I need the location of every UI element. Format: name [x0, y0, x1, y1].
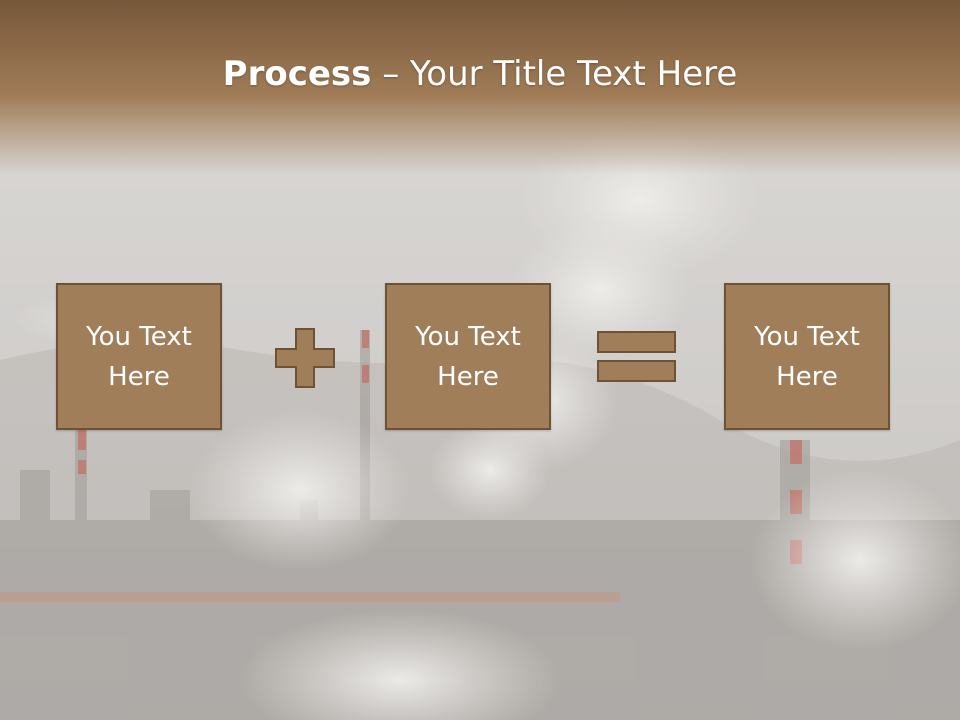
process-box-2-label: You Text Here	[415, 321, 521, 392]
process-box-3-label: You Text Here	[754, 321, 860, 392]
title-bold: Process	[222, 54, 372, 94]
title-band	[0, 0, 960, 175]
process-box-1[interactable]: You Text Here	[56, 283, 222, 430]
plus-icon	[275, 328, 335, 388]
process-box-3[interactable]: You Text Here	[724, 283, 890, 430]
equals-icon	[597, 331, 676, 382]
title-dash: –	[371, 54, 411, 94]
title-rest: Your Title Text Here	[410, 54, 738, 94]
slide-title: Process – Your Title Text Here	[0, 50, 960, 98]
process-box-1-label: You Text Here	[86, 321, 192, 392]
process-box-2[interactable]: You Text Here	[385, 283, 551, 430]
